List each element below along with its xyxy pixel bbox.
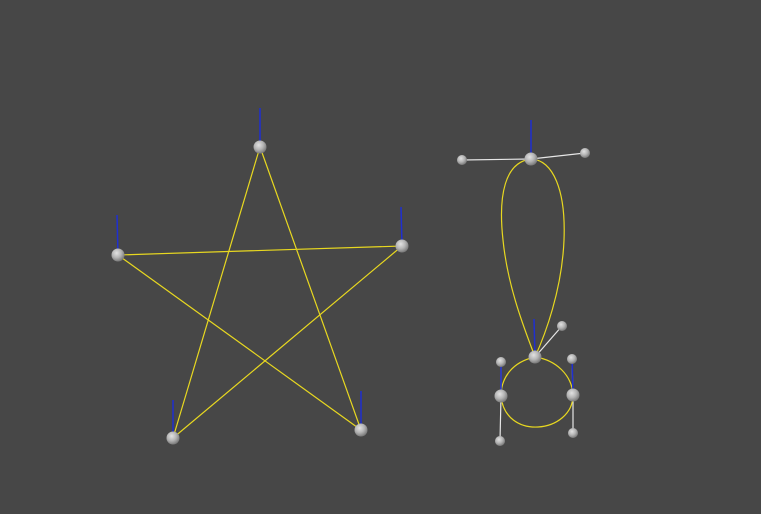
star-control-points[interactable] [111,140,409,445]
bezier-curve[interactable] [500,158,574,428]
sphere-icon[interactable] [494,389,508,403]
normal-line [116,214,119,256]
sphere-icon[interactable] [557,321,567,331]
bezier-spline[interactable] [457,120,590,446]
tangent-handle-points[interactable] [457,148,590,446]
sphere-icon[interactable] [566,388,580,402]
exclamation-teardrop-curve[interactable] [500,158,565,359]
sphere-icon[interactable] [580,148,590,158]
tangent-handle-line [461,158,532,161]
sphere-icon[interactable] [568,428,578,438]
sphere-icon[interactable] [253,140,267,154]
sphere-icon[interactable] [395,239,409,253]
sphere-icon[interactable] [354,423,368,437]
sphere-icon[interactable] [495,436,505,446]
sphere-icon[interactable] [111,248,125,262]
tangent-handle-line [499,395,502,442]
star-spline[interactable] [111,108,409,445]
star-normals [116,108,403,438]
star-spline-curve[interactable] [116,145,404,440]
normal-line [400,206,403,247]
sphere-icon[interactable] [166,431,180,445]
sphere-icon[interactable] [457,155,467,165]
sphere-icon[interactable] [496,357,506,367]
tangent-handle-line [534,325,563,358]
sphere-icon[interactable] [528,350,542,364]
tangent-handle-line [530,152,586,160]
tangent-handles [461,152,586,442]
bezier-control-points[interactable] [494,152,580,403]
exclamation-dot-curve[interactable] [500,356,574,428]
sphere-icon[interactable] [567,354,577,364]
sphere-icon[interactable] [524,152,538,166]
